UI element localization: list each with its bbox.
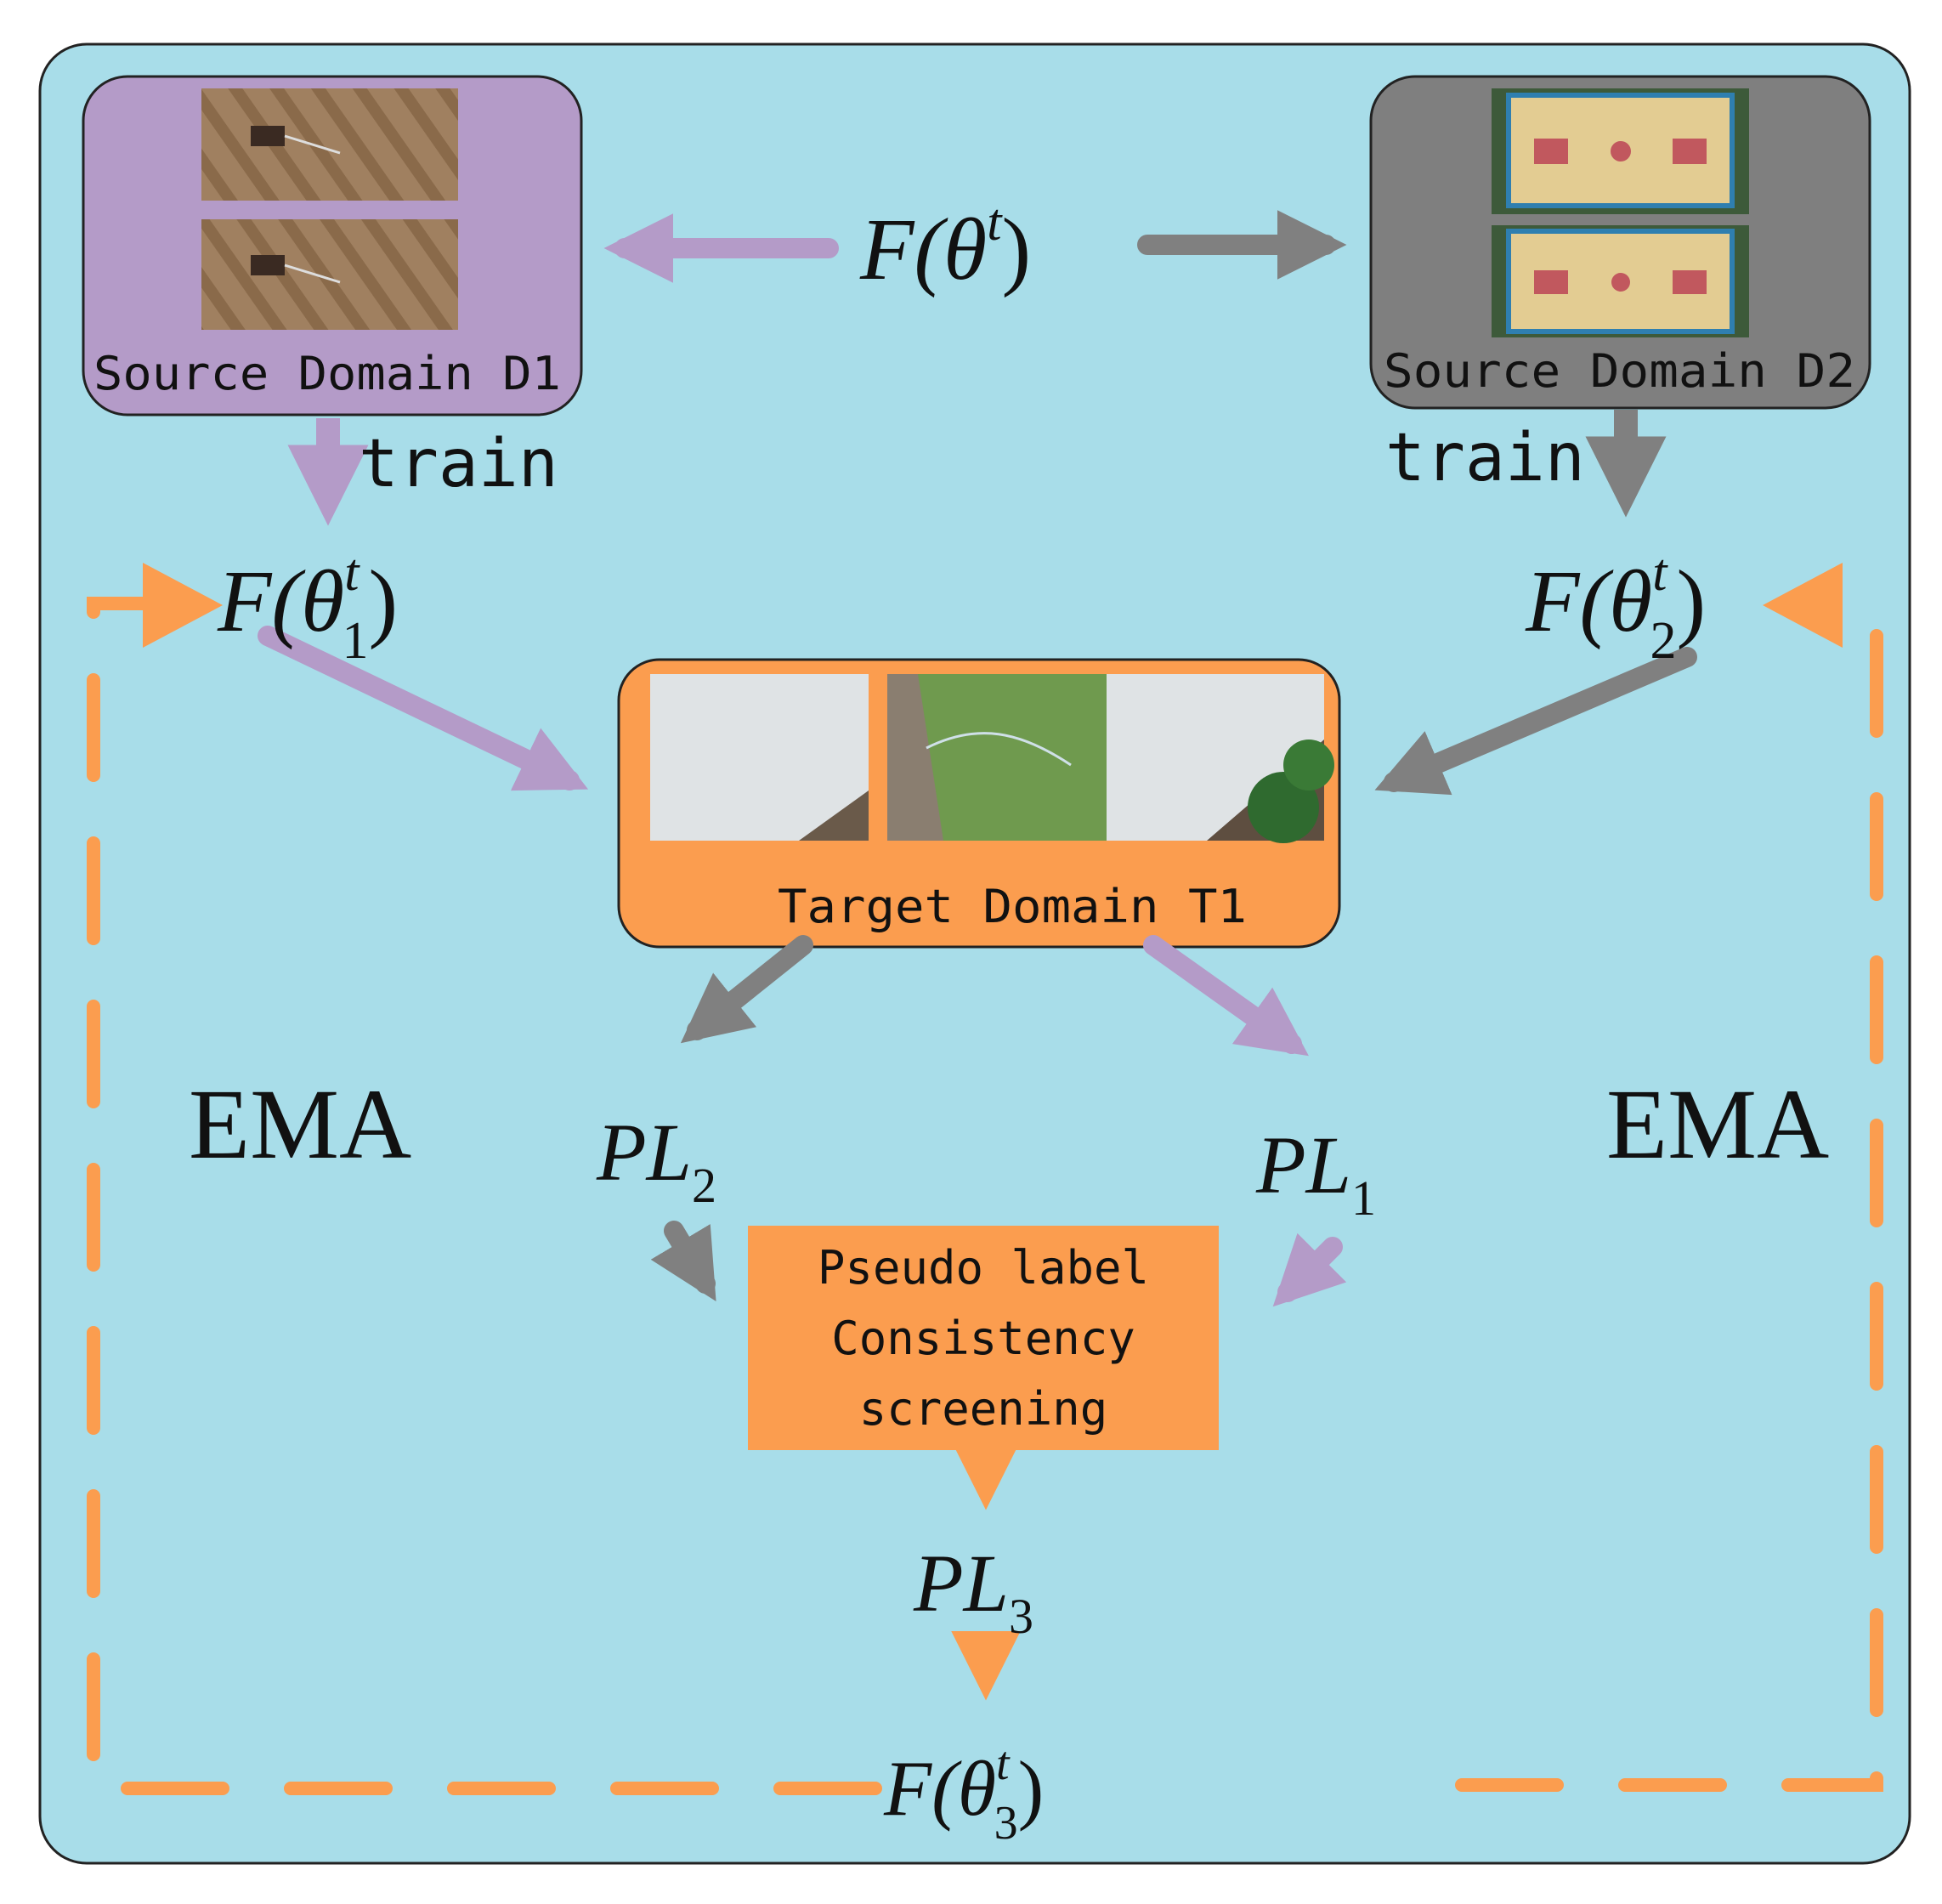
svg-text:PL3: PL3 [913, 1538, 1033, 1644]
d2-image-top [1492, 88, 1749, 214]
target-domain-t1-label: Target Domain T1 [778, 880, 1247, 933]
screening-line-2: Consistency [831, 1312, 1135, 1365]
svg-text:F(θt3): F(θt3) [883, 1737, 1044, 1850]
ema-label-right: EMA [1606, 1068, 1829, 1180]
source-domain-d2-box: Source Domain D2 [1369, 75, 1871, 410]
svg-text:F(θt2): F(θt2) [1525, 544, 1706, 670]
d1-image-bottom [201, 219, 458, 330]
arrow-theta1-to-target [258, 626, 589, 791]
train-label-left: train [359, 426, 558, 502]
arrow-theta2-to-target [1374, 647, 1697, 796]
arrow-pl2-to-screening [650, 1221, 716, 1302]
ema-loop-dashed-line-left [87, 597, 882, 1795]
t1-image-rooftop-2 [1107, 674, 1334, 843]
target-domain-t1-box: Target Domain T1 [617, 658, 1341, 949]
ema-arrowhead-right [1763, 563, 1843, 648]
train-label-right: train [1385, 420, 1585, 496]
d2-image-bottom [1492, 225, 1749, 337]
d1-image-top [201, 88, 458, 201]
screening-line-3: screening [859, 1382, 1108, 1436]
arrow-pl1-to-screening [1272, 1232, 1347, 1307]
source-domain-d2-label: Source Domain D2 [1384, 344, 1855, 398]
ema-arrowhead-left [143, 563, 223, 648]
t1-image-rooftop-1 [650, 674, 869, 841]
svg-text:F(θt1): F(θt1) [217, 544, 398, 670]
formula-pl-2: PL2 [596, 1107, 716, 1213]
source-domain-d1-box: Source Domain D1 [82, 75, 583, 416]
formula-f-theta-t: F(θt) [859, 194, 1031, 298]
t1-image-grass [887, 674, 1107, 841]
formula-pl-3: PL3 [913, 1538, 1033, 1644]
pseudo-label-screening-box: Pseudo label Consistency screening [748, 1226, 1219, 1450]
arrow-target-to-pl2 [680, 935, 813, 1044]
svg-text:PL2: PL2 [596, 1107, 716, 1213]
svg-text:PL1: PL1 [1255, 1119, 1376, 1226]
ema-loop-dashed-line [1455, 598, 1883, 1792]
screening-line-1: Pseudo label [818, 1241, 1149, 1295]
main-panel [38, 42, 1911, 1865]
arrow-target-to-pl1 [1143, 935, 1309, 1057]
svg-text:F(θt): F(θt) [859, 194, 1031, 298]
ema-label-left: EMA [189, 1068, 411, 1180]
source-domain-d1-label: Source Domain D1 [93, 347, 561, 400]
formula-pl-1: PL1 [1255, 1119, 1376, 1226]
